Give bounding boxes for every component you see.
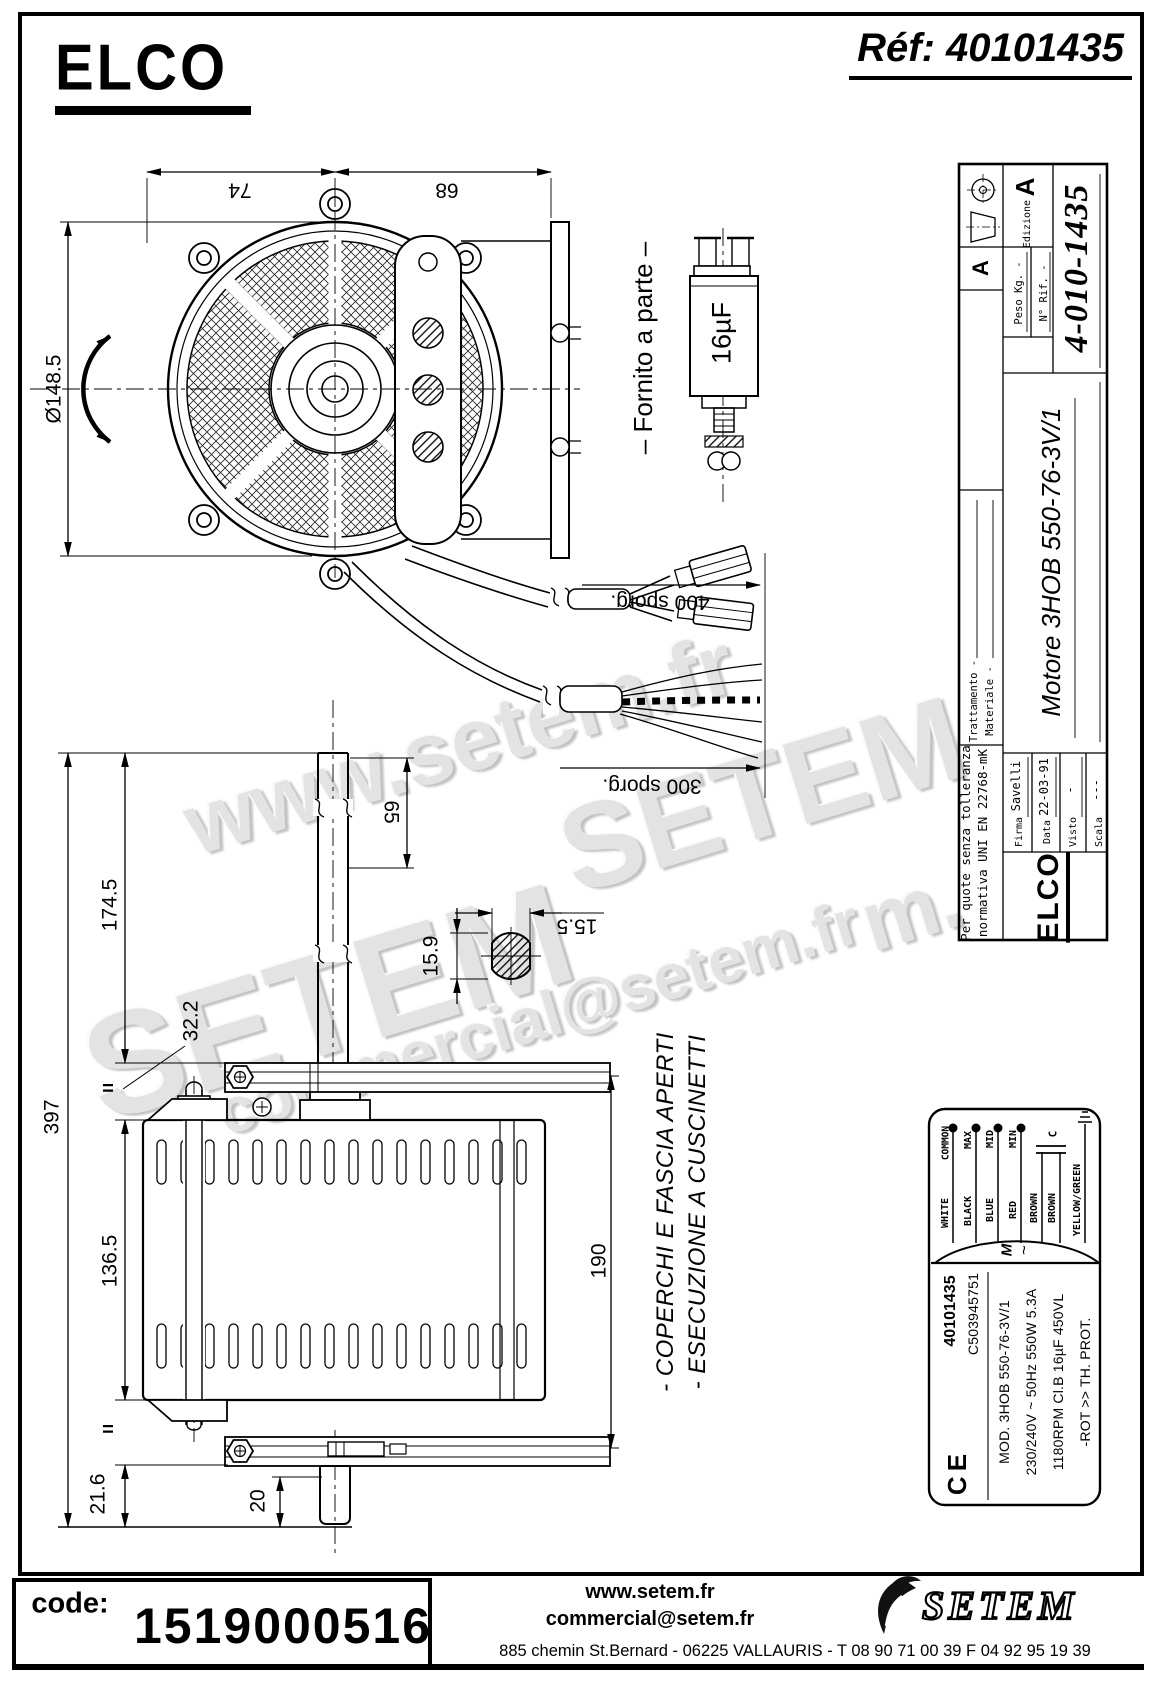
data-label: Data xyxy=(1042,819,1053,845)
nameplate-rotation: -ROT >> TH. PROT. xyxy=(1077,1317,1093,1447)
wire-color-white: WHITE xyxy=(940,1197,951,1229)
code-value: 1519000516 xyxy=(133,1598,433,1654)
dim-190: 190 xyxy=(587,1243,611,1279)
tolerance-line2: normativa UNI EN 22768-mK xyxy=(974,748,990,938)
edizione-label: Edizione xyxy=(1022,199,1033,249)
wire-function-mid: MID xyxy=(985,1129,996,1149)
drawing-title: Motore 3HOB 550-76-3V/1 xyxy=(1036,407,1066,717)
motor-symbol: M xyxy=(998,1243,1016,1257)
code-box xyxy=(12,1578,432,1670)
elco-logo-titleblock: ELCO xyxy=(1032,851,1070,943)
wire-color-brown2: BROWN xyxy=(1047,1192,1058,1224)
nameplate-diagram xyxy=(927,1107,1102,1507)
dim-136-5: 136.5 xyxy=(98,1234,122,1288)
tolerance-line1: Per quote senza tolleranza xyxy=(957,745,973,941)
dim-65: 65 xyxy=(379,800,403,824)
dim-68: 68 xyxy=(435,178,459,202)
sheet-bottom-border xyxy=(14,1664,1144,1670)
nameplate-electrical: 230/240V ~ 50Hz 550W 5.3A xyxy=(1023,1288,1039,1476)
revision-letter: A xyxy=(968,260,993,276)
title-block-grid xyxy=(957,162,1109,942)
capacitor-value: 16µF xyxy=(706,301,737,365)
wire-function-min: MIN xyxy=(1008,1129,1019,1149)
wire-color-red: RED xyxy=(1008,1200,1019,1220)
dim-174-5: 174.5 xyxy=(98,878,122,932)
dim-diameter: Ø148.5 xyxy=(42,354,66,424)
wire-function-common: COMMON xyxy=(940,1125,952,1161)
firma-value: Savelli xyxy=(1009,760,1023,812)
dim-400-sporg: 400 sporg. xyxy=(610,590,710,614)
capacitor-note: – Fornito a parte – xyxy=(628,241,658,455)
trattamento-label: Trattamento - xyxy=(967,659,980,743)
dim-15-9: 15.9 xyxy=(419,935,443,977)
side-view xyxy=(58,700,611,1556)
footer-website: www.setem.fr xyxy=(585,1581,715,1603)
dim-300-sporg: 300 sporg. xyxy=(602,774,702,798)
drawing-number: 4-010-1435 xyxy=(1058,183,1095,353)
vent-slots xyxy=(156,1139,527,1369)
equal-mark-top: = xyxy=(102,1078,114,1100)
front-view xyxy=(30,188,581,590)
nameplate-serial: C503945751 xyxy=(965,1272,981,1356)
nameplate-model: MOD. 3HOB 550-76-3V/1 xyxy=(996,1300,1012,1464)
visto-label: Visto xyxy=(1068,816,1079,848)
capacitor-symbol-label: C xyxy=(1046,1130,1060,1138)
wire-function-max: MAX xyxy=(963,1130,974,1150)
dim-32-2: 32.2 xyxy=(179,1000,203,1042)
peso-label: Peso Kg. - xyxy=(1012,261,1025,325)
setem-logo: SETEM xyxy=(858,1572,1148,1647)
ce-mark: CE xyxy=(942,1448,972,1496)
dimension-lines xyxy=(58,168,766,1528)
nameplate-part-number: 40101435 xyxy=(942,1275,959,1347)
wire-color-yellowgreen: YELLOW/GREEN xyxy=(1072,1163,1083,1237)
dim-397: 397 xyxy=(40,1099,64,1135)
wire-color-brown1: BROWN xyxy=(1029,1192,1040,1224)
materiale-label: Materiale - xyxy=(983,666,996,736)
elco-logo-underline xyxy=(55,106,251,115)
note-coperchi: - COPERCHI E FASCIA APERTI xyxy=(652,1032,679,1392)
scala-value: --- xyxy=(1089,779,1103,801)
code-label: code: xyxy=(31,1587,109,1620)
setem-brand-text: SETEM xyxy=(921,1582,1078,1629)
wire-color-blue: BLUE xyxy=(985,1197,996,1223)
wire-color-black: BLACK xyxy=(963,1195,974,1227)
scala-label: Scala xyxy=(1094,816,1105,848)
dim-20: 20 xyxy=(246,1489,270,1513)
cables xyxy=(343,545,763,759)
dim-21-6: 21.6 xyxy=(86,1473,110,1515)
firma-label: Firma xyxy=(1014,816,1025,848)
footer-address: 885 chemin St.Bernard - 06225 VALLAURIS … xyxy=(499,1641,1091,1660)
elco-logo: ELCO xyxy=(55,31,229,104)
footer-email: commercial@setem.fr xyxy=(545,1608,755,1630)
note-esecuzione: - ESECUZIONE A CUSCINETTI xyxy=(684,1034,711,1390)
equal-mark-bottom: = xyxy=(102,1419,114,1441)
data-value: 22-03-91 xyxy=(1037,758,1051,816)
setem-bird-icon xyxy=(878,1576,921,1634)
dim-15-5: 15.5 xyxy=(556,914,598,938)
dim-74: 74 xyxy=(228,178,252,202)
motor-phase-symbol: ~ xyxy=(1014,1245,1034,1255)
visto-value: - xyxy=(1063,786,1077,794)
reference-number: Réf: 40101435 xyxy=(849,26,1132,80)
nameplate-speed: 1180RPM Cl.B 16µF 450VL xyxy=(1050,1293,1066,1471)
edizione-value: A xyxy=(1010,177,1040,197)
rif-label: N° Rif. - xyxy=(1037,264,1050,322)
capacitor xyxy=(689,228,759,505)
shaft-section-detail xyxy=(481,927,541,985)
